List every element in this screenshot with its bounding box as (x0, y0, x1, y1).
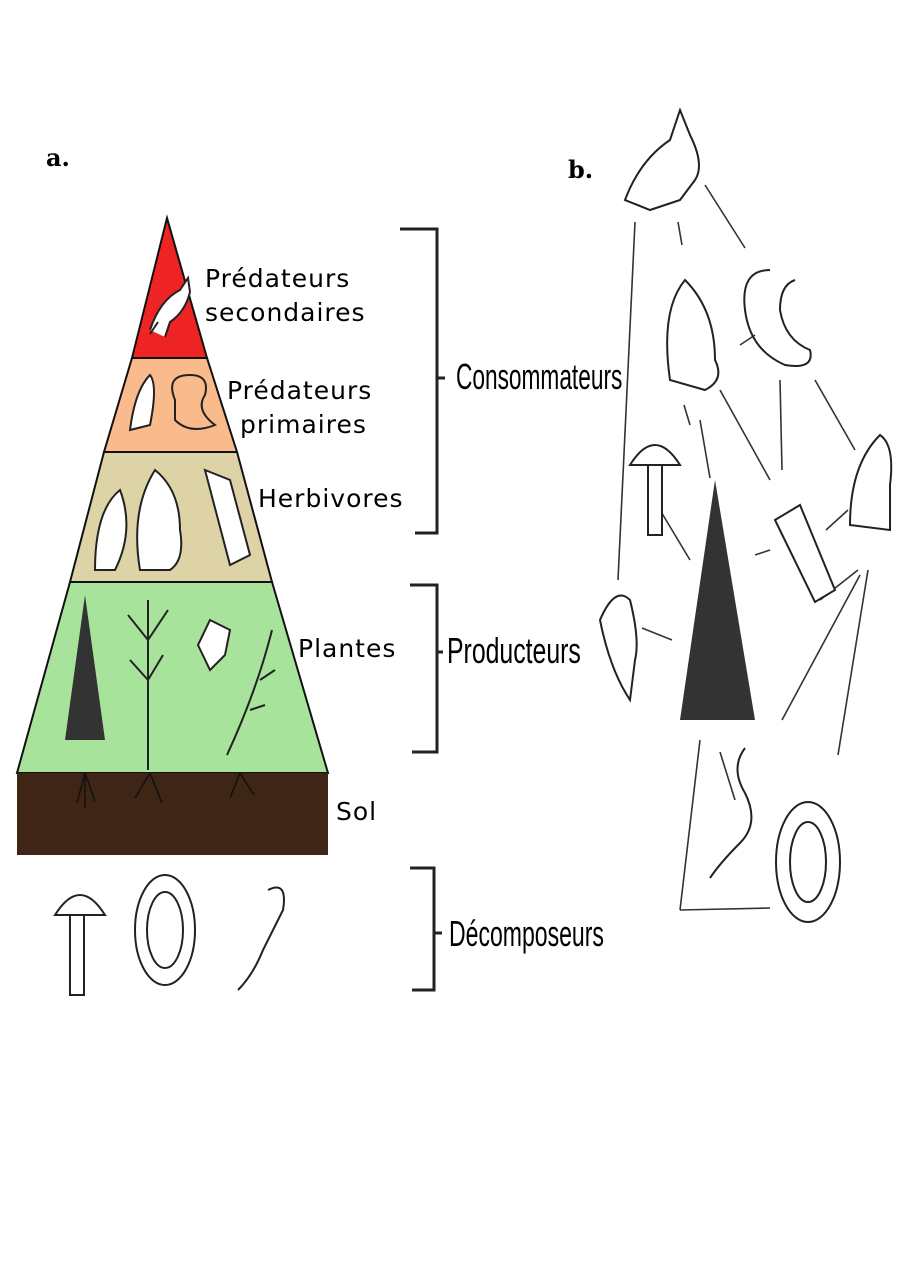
mushroom-icon (53, 894, 107, 996)
web-mushroom-icon (628, 444, 682, 536)
pyramid (15, 214, 330, 855)
worm-icon (237, 886, 285, 991)
label-secondary-predators-1: Prédateurs (205, 264, 350, 293)
bird-icon (93, 488, 128, 571)
label-producers-wrap: Producteurs (447, 630, 581, 671)
label-secondary-predators-2: secondaires (205, 298, 366, 327)
web-beetle-icon (773, 503, 837, 604)
label-consumers-wrap: Consommateurs (456, 358, 622, 397)
label-decomposers-wrap: Décomposeurs (449, 915, 604, 954)
label-plants: Plantes (298, 634, 396, 663)
web-millipede-icon (775, 801, 841, 923)
tier-secondary-predators (130, 214, 209, 359)
brackets (400, 227, 445, 992)
fox-icon (149, 275, 192, 338)
frog-icon (128, 373, 155, 432)
label-soil: Sol (336, 797, 377, 826)
label-decomposers: Décomposeurs (449, 915, 604, 954)
millipede-icon (134, 874, 196, 986)
soil-layer (17, 773, 328, 855)
web-snake-icon (743, 269, 812, 367)
web-tree-icon (680, 480, 755, 720)
label-primary-predators-1: Prédateurs (227, 376, 372, 405)
fern-icon (226, 629, 276, 756)
label-herbivores: Herbivores (258, 484, 404, 513)
bracket-producers (410, 583, 443, 754)
label-producers: Producteurs (447, 630, 581, 671)
food-web-links (617, 184, 869, 911)
bracket-decomposers (410, 866, 442, 992)
tree-icon (65, 595, 105, 740)
bracket-consumers (400, 227, 445, 535)
tier-primary-predators (102, 357, 239, 453)
tier-plants (15, 581, 330, 774)
web-fox-icon (623, 107, 700, 212)
squirrel-icon (136, 468, 183, 571)
panel-b-label: b. (568, 155, 593, 184)
panel-a-label: a. (46, 143, 70, 172)
web-bird-icon (598, 594, 638, 703)
label-primary-predators-2: primaires (240, 410, 367, 439)
shrub-icon (127, 600, 169, 770)
web-squirrel-icon (666, 278, 720, 392)
beetle-icon (203, 468, 252, 567)
label-consumers: Consommateurs (456, 358, 622, 397)
snake-icon (171, 373, 218, 430)
web-worm-icon (709, 747, 753, 879)
web-frog-icon (848, 433, 893, 532)
food-web (598, 107, 893, 923)
decomposers-row (53, 874, 285, 996)
roots-icon (76, 772, 255, 808)
flower-icon (196, 618, 232, 672)
